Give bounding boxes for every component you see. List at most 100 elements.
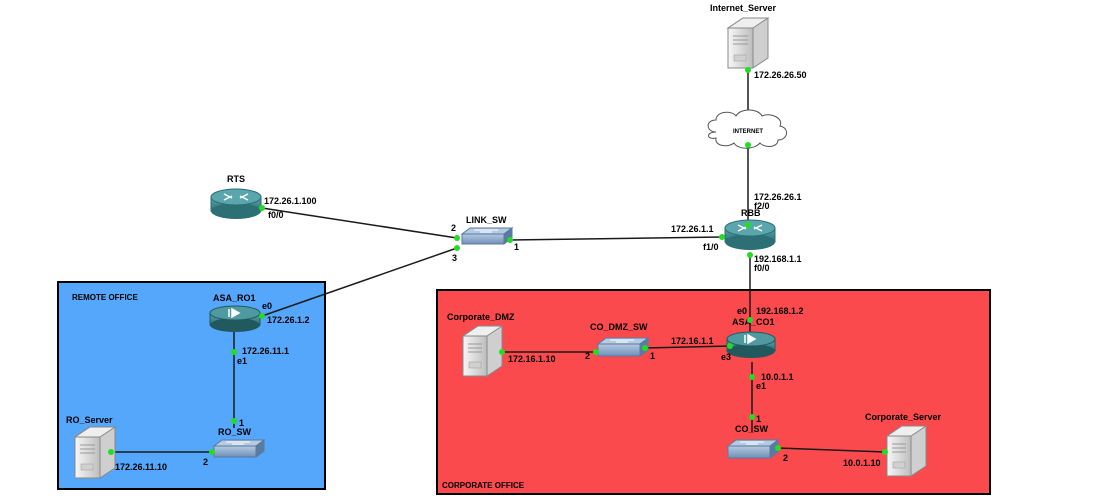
port-dot-co-sw-1: [749, 414, 755, 420]
firewall-icon: [726, 331, 776, 358]
rts-f0-port: f0/0: [268, 210, 284, 220]
firewall-icon: [209, 305, 261, 332]
link-co-sw-corp-server: [777, 447, 886, 453]
rbb-f2-port: f2/0: [754, 201, 770, 211]
port-dot-co-dmz-sw-1: [642, 345, 648, 351]
ro-sw-label: RO_SW: [218, 427, 252, 437]
asa-co1-firewall[interactable]: [726, 331, 776, 358]
link-sw-switch[interactable]: [460, 227, 514, 245]
co-sw-switch[interactable]: [726, 439, 780, 459]
rts-ip: 172.26.1.100: [264, 196, 317, 206]
corporate-dmz-ip: 172.16.1.10: [508, 354, 556, 364]
link-asa-ro1-link-sw: [261, 247, 458, 317]
link-rts-link-sw: [261, 207, 458, 239]
port-dot-asa-co1-e3: [727, 343, 733, 349]
port-dot-co-dmz-sw-2: [593, 349, 599, 355]
ro-server[interactable]: [73, 426, 117, 479]
link-sw-port-1: 1: [514, 242, 519, 252]
co-dmz-sw-switch[interactable]: [596, 337, 650, 357]
port-dot-ro-server: [108, 449, 114, 455]
asa-ro1-firewall[interactable]: [209, 305, 261, 332]
server-icon: [885, 425, 928, 477]
port-dot-corporate-server: [882, 449, 888, 455]
internet-cloud[interactable]: INTERNET: [707, 109, 787, 149]
port-dot-internet-server: [745, 67, 751, 73]
asa-co1-e1-port: e1: [756, 381, 766, 391]
switch-icon: [212, 439, 266, 458]
port-dot-asa-ro1-e1: [231, 349, 237, 355]
asa-ro1-e0-port: e0: [262, 301, 272, 311]
port-dot-rbb-left: [719, 234, 725, 240]
corporate-dmz-server[interactable]: [461, 325, 504, 377]
port-dot-asa-co1-e1: [749, 374, 755, 380]
port-dot-cloud-bottom: [745, 142, 751, 148]
port-dot-rts: [259, 205, 265, 211]
ro-sw-port-1: 1: [239, 418, 244, 428]
port-dot-asa-co1-e0: [747, 317, 753, 323]
co-dmz-sw-label: CO_DMZ_SW: [590, 322, 648, 332]
link-sw-port-2: 2: [451, 223, 456, 233]
asa-ro1-e1-port: e1: [237, 356, 247, 366]
rbb-label: RBB: [741, 208, 761, 218]
internet-cloud-label: INTERNET: [733, 129, 763, 135]
link-link-sw-rbb: [509, 236, 723, 241]
rbb-router[interactable]: [724, 219, 776, 250]
port-dot-asa-ro1-e0: [259, 313, 265, 319]
router-icon: [724, 219, 776, 250]
corporate-server-label: Corporate_Server: [865, 412, 942, 422]
port-dot-link-sw-3: [454, 245, 460, 251]
co-dmz-sw-port-1: 1: [650, 351, 655, 361]
rts-label: RTS: [227, 174, 245, 184]
asa-co1-e0-ip: 192.168.1.2: [756, 306, 804, 316]
ro-sw-switch[interactable]: [212, 439, 266, 458]
rbb-link-ip: 172.26.1.1: [671, 224, 714, 234]
port-dot-rbb-bottom: [747, 252, 753, 258]
co-sw-port-2: 2: [783, 453, 788, 463]
ro-server-label: RO_Server: [66, 415, 113, 425]
co-dmz-sw-port-2: 2: [585, 351, 590, 361]
link-sw-label: LINK_SW: [466, 215, 507, 225]
port-dot-link-sw-1: [507, 237, 513, 243]
internet-server-ip: 172.26.26.50: [754, 70, 807, 80]
rbb-corp-ip: 192.168.1.1: [754, 254, 802, 264]
port-dot-ro-sw-2: [209, 449, 215, 455]
asa-co1-e3-ip: 172.16.1.1: [671, 336, 714, 346]
internet-server[interactable]: Internet_Server: [710, 3, 777, 69]
switch-icon: [726, 439, 780, 459]
port-dot-co-sw-2: [775, 445, 781, 451]
rbb-f1-port: f1/0: [703, 242, 719, 252]
cloud-icon: [707, 109, 787, 149]
asa-co1-e1-ip: 10.0.1.1: [761, 372, 794, 382]
corporate-dmz-label: Corporate_DMZ: [447, 312, 515, 322]
server-icon: [461, 325, 504, 377]
switch-icon: [460, 227, 514, 245]
server-icon: [73, 426, 117, 479]
asa-ro1-e0-ip: 172.26.1.2: [267, 315, 310, 325]
asa-ro1-e1-ip: 172.26.11.1: [242, 346, 289, 356]
ro-sw-port-2: 2: [203, 457, 208, 467]
corporate-server[interactable]: [885, 425, 928, 477]
port-dot-rbb-top: [745, 222, 751, 228]
port-dot-ro-sw-1: [231, 418, 237, 424]
co-sw-port-1: 1: [756, 414, 761, 424]
asa-ro1-label: ASA_RO1: [213, 293, 256, 303]
rbb-inet-ip: 172.26.26.1: [754, 192, 802, 202]
rts-router[interactable]: [210, 188, 262, 219]
internet-server-label: Internet_Server: [710, 3, 777, 13]
corporate-office-label: CORPORATE OFFICE: [442, 481, 525, 490]
port-dot-link-sw-2: [454, 235, 460, 241]
ro-server-ip: 172.26.11.10: [115, 462, 167, 472]
asa-co1-e3-port: e3: [721, 352, 731, 362]
asa-co1-label: ASA_CO1: [732, 317, 775, 327]
link-co-dmz-sw-asa-co1: [644, 345, 731, 349]
asa-co1-e0-port: e0: [737, 306, 747, 316]
port-dot-corporate-dmz: [499, 349, 505, 355]
rbb-f0-port: f0/0: [754, 263, 770, 273]
link-sw-port-3: 3: [452, 253, 457, 263]
co-sw-label: CO_SW: [735, 424, 769, 434]
corporate-server-ip: 10.0.1.10: [843, 458, 881, 468]
remote-office-label: REMOTE OFFICE: [72, 293, 138, 302]
links: [111, 70, 886, 453]
switch-icon: [596, 337, 650, 357]
